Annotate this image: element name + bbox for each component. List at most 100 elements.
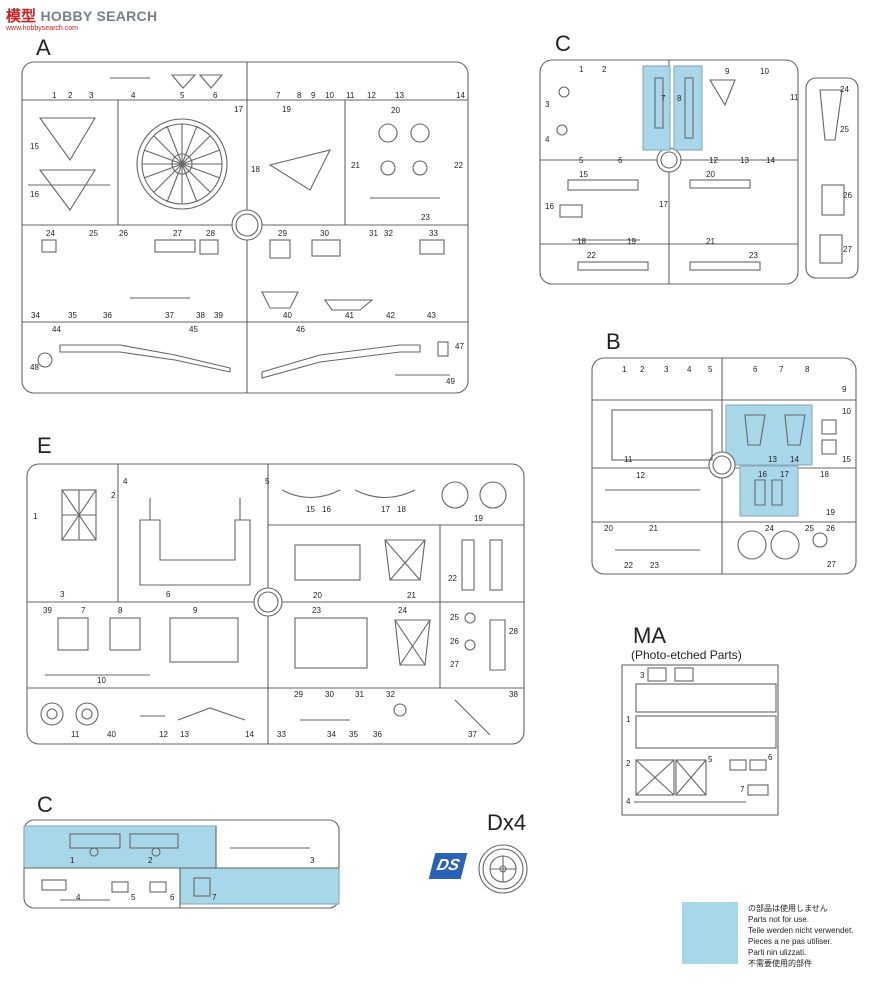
part-number: 21 <box>351 161 360 170</box>
sprue-c-bottom-parts <box>41 833 310 901</box>
part-number: 6 <box>753 365 758 374</box>
part-number: 46 <box>296 325 305 334</box>
part-number: 32 <box>386 690 395 699</box>
part-number: 5 <box>265 477 270 486</box>
part-number: 28 <box>509 627 518 636</box>
part-number: 22 <box>448 574 457 583</box>
part-number: 18 <box>577 237 586 246</box>
sprue-c-top-frame <box>539 59 859 285</box>
part-number: 26 <box>450 637 459 646</box>
part-number: 11 <box>71 730 80 739</box>
part-number: 29 <box>278 229 287 238</box>
part-number: 20 <box>313 591 322 600</box>
part-number: 7 <box>740 785 745 794</box>
part-number: 8 <box>805 365 810 374</box>
part-number: 15 <box>30 142 39 151</box>
part-number: 5 <box>180 91 185 100</box>
part-number: 23 <box>421 213 430 222</box>
part-number: 2 <box>148 856 153 865</box>
part-number: 7 <box>661 94 666 103</box>
part-number: 4 <box>131 91 136 100</box>
legend-line-en: Parts not for use. <box>748 915 809 924</box>
part-number: 21 <box>706 237 715 246</box>
sprue-c-top-parts <box>556 79 845 271</box>
part-number: 17 <box>234 105 243 114</box>
part-number: 11 <box>346 91 355 100</box>
part-number: 26 <box>119 229 128 238</box>
part-number: 13 <box>180 730 189 739</box>
legend-line-ja: の部品は使用しません <box>748 904 828 913</box>
part-number: 38 <box>196 311 205 320</box>
part-number: 5 <box>708 755 713 764</box>
part-number: 14 <box>766 156 775 165</box>
sprue-c-top-letter: C <box>555 31 571 56</box>
part-number: 11 <box>790 93 799 102</box>
watermark-text: HOBBY SEARCH <box>40 8 158 24</box>
part-number: 22 <box>454 161 463 170</box>
part-number: 21 <box>407 591 416 600</box>
part-number: 48 <box>30 363 39 372</box>
part-number: 12 <box>159 730 168 739</box>
part-number: 5 <box>579 156 584 165</box>
part-number: 3 <box>640 671 645 680</box>
part-number: 37 <box>165 311 174 320</box>
sprue-d-wheel <box>478 844 528 894</box>
part-number: 12 <box>636 471 645 480</box>
part-number: 20 <box>706 170 715 179</box>
part-number: 7 <box>212 893 217 902</box>
part-number: 33 <box>429 229 438 238</box>
part-number: 49 <box>446 377 455 386</box>
part-number: 11 <box>624 455 633 464</box>
part-number: 23 <box>312 606 321 615</box>
part-number: 25 <box>805 524 814 533</box>
part-number: 2 <box>602 65 607 74</box>
part-number: 34 <box>31 311 40 320</box>
part-number: 1 <box>622 365 627 374</box>
part-number: 38 <box>509 690 518 699</box>
sprue-b-parts <box>605 409 837 560</box>
part-number: 4 <box>687 365 692 374</box>
part-number: 9 <box>842 385 847 394</box>
part-number: 16 <box>758 470 767 479</box>
part-number: 40 <box>283 311 292 320</box>
part-number: 14 <box>245 730 254 739</box>
part-number: 6 <box>618 156 623 165</box>
part-number: 44 <box>52 325 61 334</box>
part-number: 19 <box>282 105 291 114</box>
part-number: 14 <box>790 455 799 464</box>
part-number: 47 <box>455 342 464 351</box>
part-number: 27 <box>450 660 459 669</box>
part-number: 4 <box>123 477 128 486</box>
part-number: 9 <box>311 91 316 100</box>
part-number: 36 <box>103 311 112 320</box>
part-number: 17 <box>780 470 789 479</box>
part-number: 40 <box>107 730 116 739</box>
part-number: 9 <box>193 606 198 615</box>
part-number: 27 <box>827 560 836 569</box>
part-number: 19 <box>627 237 636 246</box>
part-number: 31 <box>369 229 378 238</box>
part-number: 30 <box>320 229 329 238</box>
sprue-e-letter: E <box>37 433 52 458</box>
part-number: 22 <box>587 251 596 260</box>
part-number: 18 <box>397 505 406 514</box>
legend-line-fr: Pieces a ne pas utiliser. <box>748 937 833 946</box>
part-number: 16 <box>30 190 39 199</box>
part-number: 27 <box>843 245 852 254</box>
sprue-e-parts <box>40 481 507 736</box>
sprue-a-frame <box>21 61 469 394</box>
part-number: 10 <box>97 676 106 685</box>
part-number: 1 <box>70 856 75 865</box>
part-number: 34 <box>327 730 336 739</box>
part-number: 35 <box>349 730 358 739</box>
part-number: 2 <box>111 491 116 500</box>
part-number: 5 <box>131 893 136 902</box>
part-number: 15 <box>579 170 588 179</box>
part-number: 31 <box>355 690 364 699</box>
legend-line-de: Teile werden nicht verwendet. <box>748 926 854 935</box>
sprue-e-frame <box>26 463 525 745</box>
sprue-d-letter: Dx4 <box>487 810 527 835</box>
watermark: 模型 HOBBY SEARCH <box>6 5 157 26</box>
part-number: 25 <box>89 229 98 238</box>
